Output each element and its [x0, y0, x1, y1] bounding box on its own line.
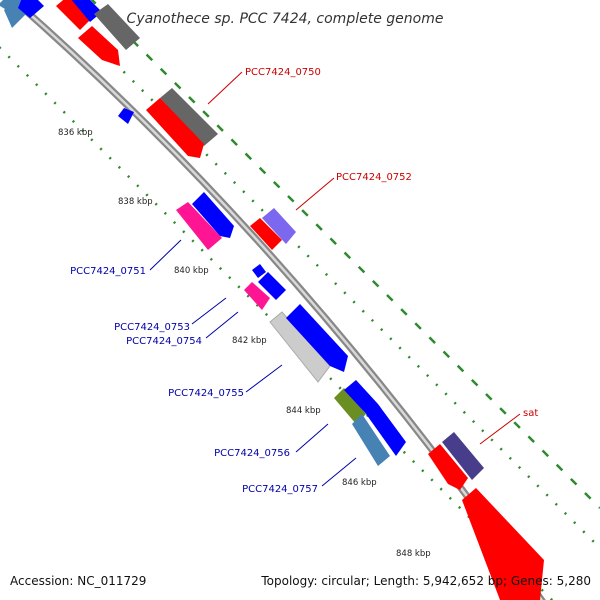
gene-PCC7424_0752-block — [250, 208, 296, 250]
gene-PCC7424_0751-leader — [149, 239, 182, 271]
feature-topleft-3 — [18, 0, 44, 18]
gene-PCC7424_0750-label: PCC7424_0750 — [245, 67, 321, 78]
gene-PCC7424_0757-leader — [321, 457, 357, 487]
gene-PCC7424_0754-leader — [205, 311, 239, 339]
feature-top-grey-1 — [94, 4, 140, 50]
gene-PCC7424_0750-block — [146, 88, 218, 158]
gene-PCC7424_0756-leader — [295, 423, 329, 453]
gene-PCC7424_0754-label: PCC7424_0754 — [126, 336, 202, 347]
gene-sat-label: sat — [523, 408, 538, 419]
summary-text: Topology: circular; Length: 5,942,652 bp… — [260, 574, 591, 588]
gene-PCC7424_0757-label: PCC7424_0757 — [242, 484, 318, 495]
tick-842: 842 kbp — [232, 336, 267, 346]
gene-PCC7424_0751-block — [176, 192, 234, 250]
tick-846: 846 kbp — [342, 478, 377, 488]
feature-small-blue — [118, 108, 134, 124]
gene-PCC7424_0750-leader — [207, 71, 243, 105]
gene-sat-block — [428, 432, 544, 600]
feature-top-blue-1 — [71, 0, 102, 22]
gene-PCC7424_0755-leader — [245, 364, 283, 393]
gc-track-2 — [90, 0, 600, 509]
gene-PCC7424_0756-label: PCC7424_0756 — [214, 448, 290, 459]
gene-PCC7424_0755-label: PCC7424_0755 — [168, 388, 244, 399]
tick-836: 836 kbp — [58, 128, 93, 138]
tick-840: 840 kbp — [174, 266, 209, 276]
feature-topleft-2 — [4, 0, 26, 28]
accession-text: Accession: NC_011729 — [10, 574, 146, 588]
gene-PCC7424_0753-label: PCC7424_0753 — [114, 322, 190, 333]
feature-small-blue-2 — [252, 264, 266, 278]
gene-PCC7424_0752-label: PCC7424_0752 — [336, 172, 412, 183]
gene-PCC7424_0753-block — [244, 272, 286, 310]
genome-backbone — [8, 0, 546, 600]
gene-PCC7424_0751-label: PCC7424_0751 — [70, 266, 146, 277]
gene-PCC7424_0752-leader — [295, 177, 335, 211]
feature-top-red-2 — [78, 26, 120, 66]
map-title: Cyanothece sp. PCC 7424, complete genome — [127, 11, 444, 27]
gene-PCC7424_0755-block — [269, 304, 348, 383]
gene-sat-leader — [479, 413, 521, 445]
gene-PCC7424_0753-leader — [191, 297, 227, 325]
tick-848: 848 kbp — [396, 549, 431, 559]
gene-PCC7424_0756-block — [334, 380, 406, 466]
feature-top-red-1 — [56, 0, 92, 30]
tick-838: 838 kbp — [118, 197, 153, 207]
tick-844: 844 kbp — [286, 406, 321, 416]
